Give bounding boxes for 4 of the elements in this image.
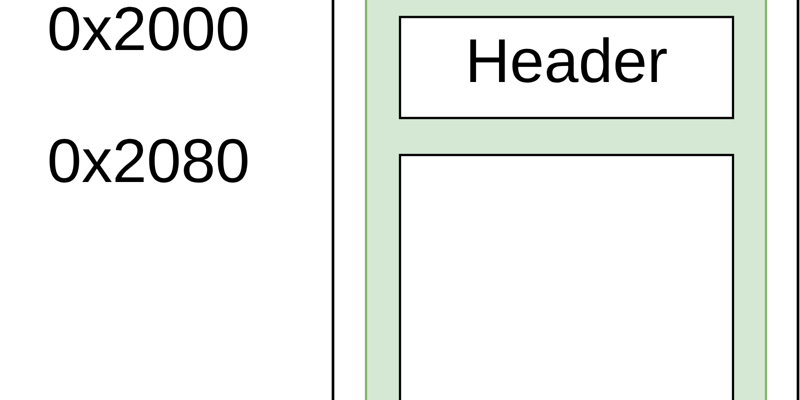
- header-box: Header: [398, 16, 734, 120]
- address-label: 0x2000: [50, 6, 248, 51]
- content-box: [398, 154, 734, 400]
- address-label: 0x2080: [50, 138, 248, 183]
